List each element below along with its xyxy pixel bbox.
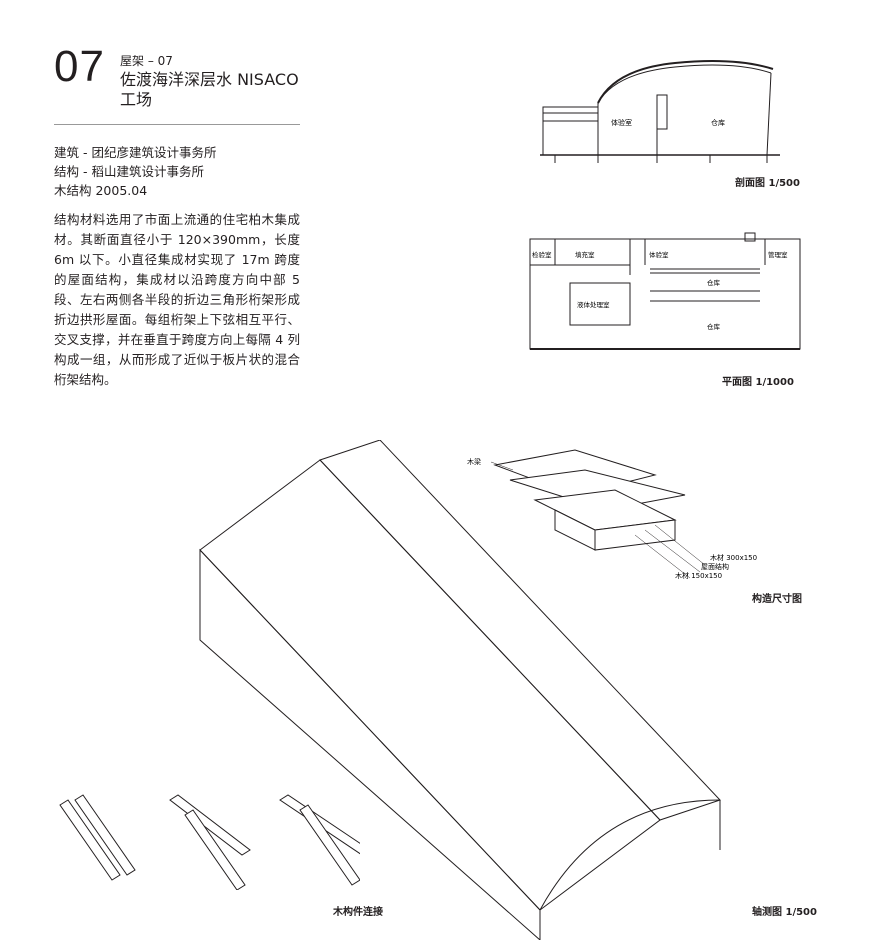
detail-label-timber-large: 木材 300x150	[710, 553, 757, 562]
plan-room-7: 仓库	[707, 322, 721, 331]
credits: 建筑 - 团纪彦建筑设计事务所 结构 - 稻山建筑设计事务所 木结构 2005.…	[54, 143, 216, 200]
section-room-1: 体验室	[611, 118, 632, 127]
axonometric-drawing	[199, 440, 721, 940]
title-divider	[54, 124, 300, 125]
credit-structure: 结构 - 稻山建筑设计事务所	[54, 164, 204, 179]
detail-label-beam: 木梁	[467, 457, 481, 466]
section-room-2: 仓库	[711, 118, 725, 127]
axon-caption: 轴测图 1/500	[752, 907, 817, 918]
detail-drawing: 木梁 木材 300x150 屋面结构 木材 150x150	[467, 449, 757, 580]
detail-label-timber-small: 木材 150x150	[675, 571, 722, 580]
section-subtitle: 屋架 – 07	[120, 54, 173, 68]
project-title: 佐渡海洋深层水 NISACO 工场	[120, 70, 299, 109]
credit-architect: 建筑 - 团纪彦建筑设计事务所	[54, 145, 217, 160]
plan-room-1: 检验室	[532, 250, 552, 259]
detail-label-roof: 屋面结构	[701, 562, 729, 571]
section-drawing: 体验室 仓库	[540, 60, 780, 163]
section-caption: 剖面图 1/500	[735, 178, 800, 189]
description-text: 结构材料选用了市面上流通的住宅柏木集成材。其断面直径小于 120×390mm，长…	[54, 212, 300, 387]
plan-room-3: 体验室	[649, 250, 669, 259]
chapter-number: 07	[54, 42, 105, 91]
plan-room-6: 液体处理室	[577, 300, 610, 309]
plan-drawing: 检验室 填充室 体验室 管理室 仓库 液体处理室 仓库	[529, 232, 801, 350]
plan-room-5: 仓库	[707, 278, 721, 287]
detail-caption: 构造尺寸图	[752, 594, 802, 605]
joint-drawings	[59, 794, 360, 890]
joints-caption: 木构件连接	[333, 907, 383, 918]
plan-room-4: 管理室	[768, 250, 788, 259]
plan-caption: 平面图 1/1000	[722, 377, 794, 388]
plan-room-2: 填充室	[575, 250, 595, 259]
credit-timber: 木结构 2005.04	[54, 183, 148, 198]
